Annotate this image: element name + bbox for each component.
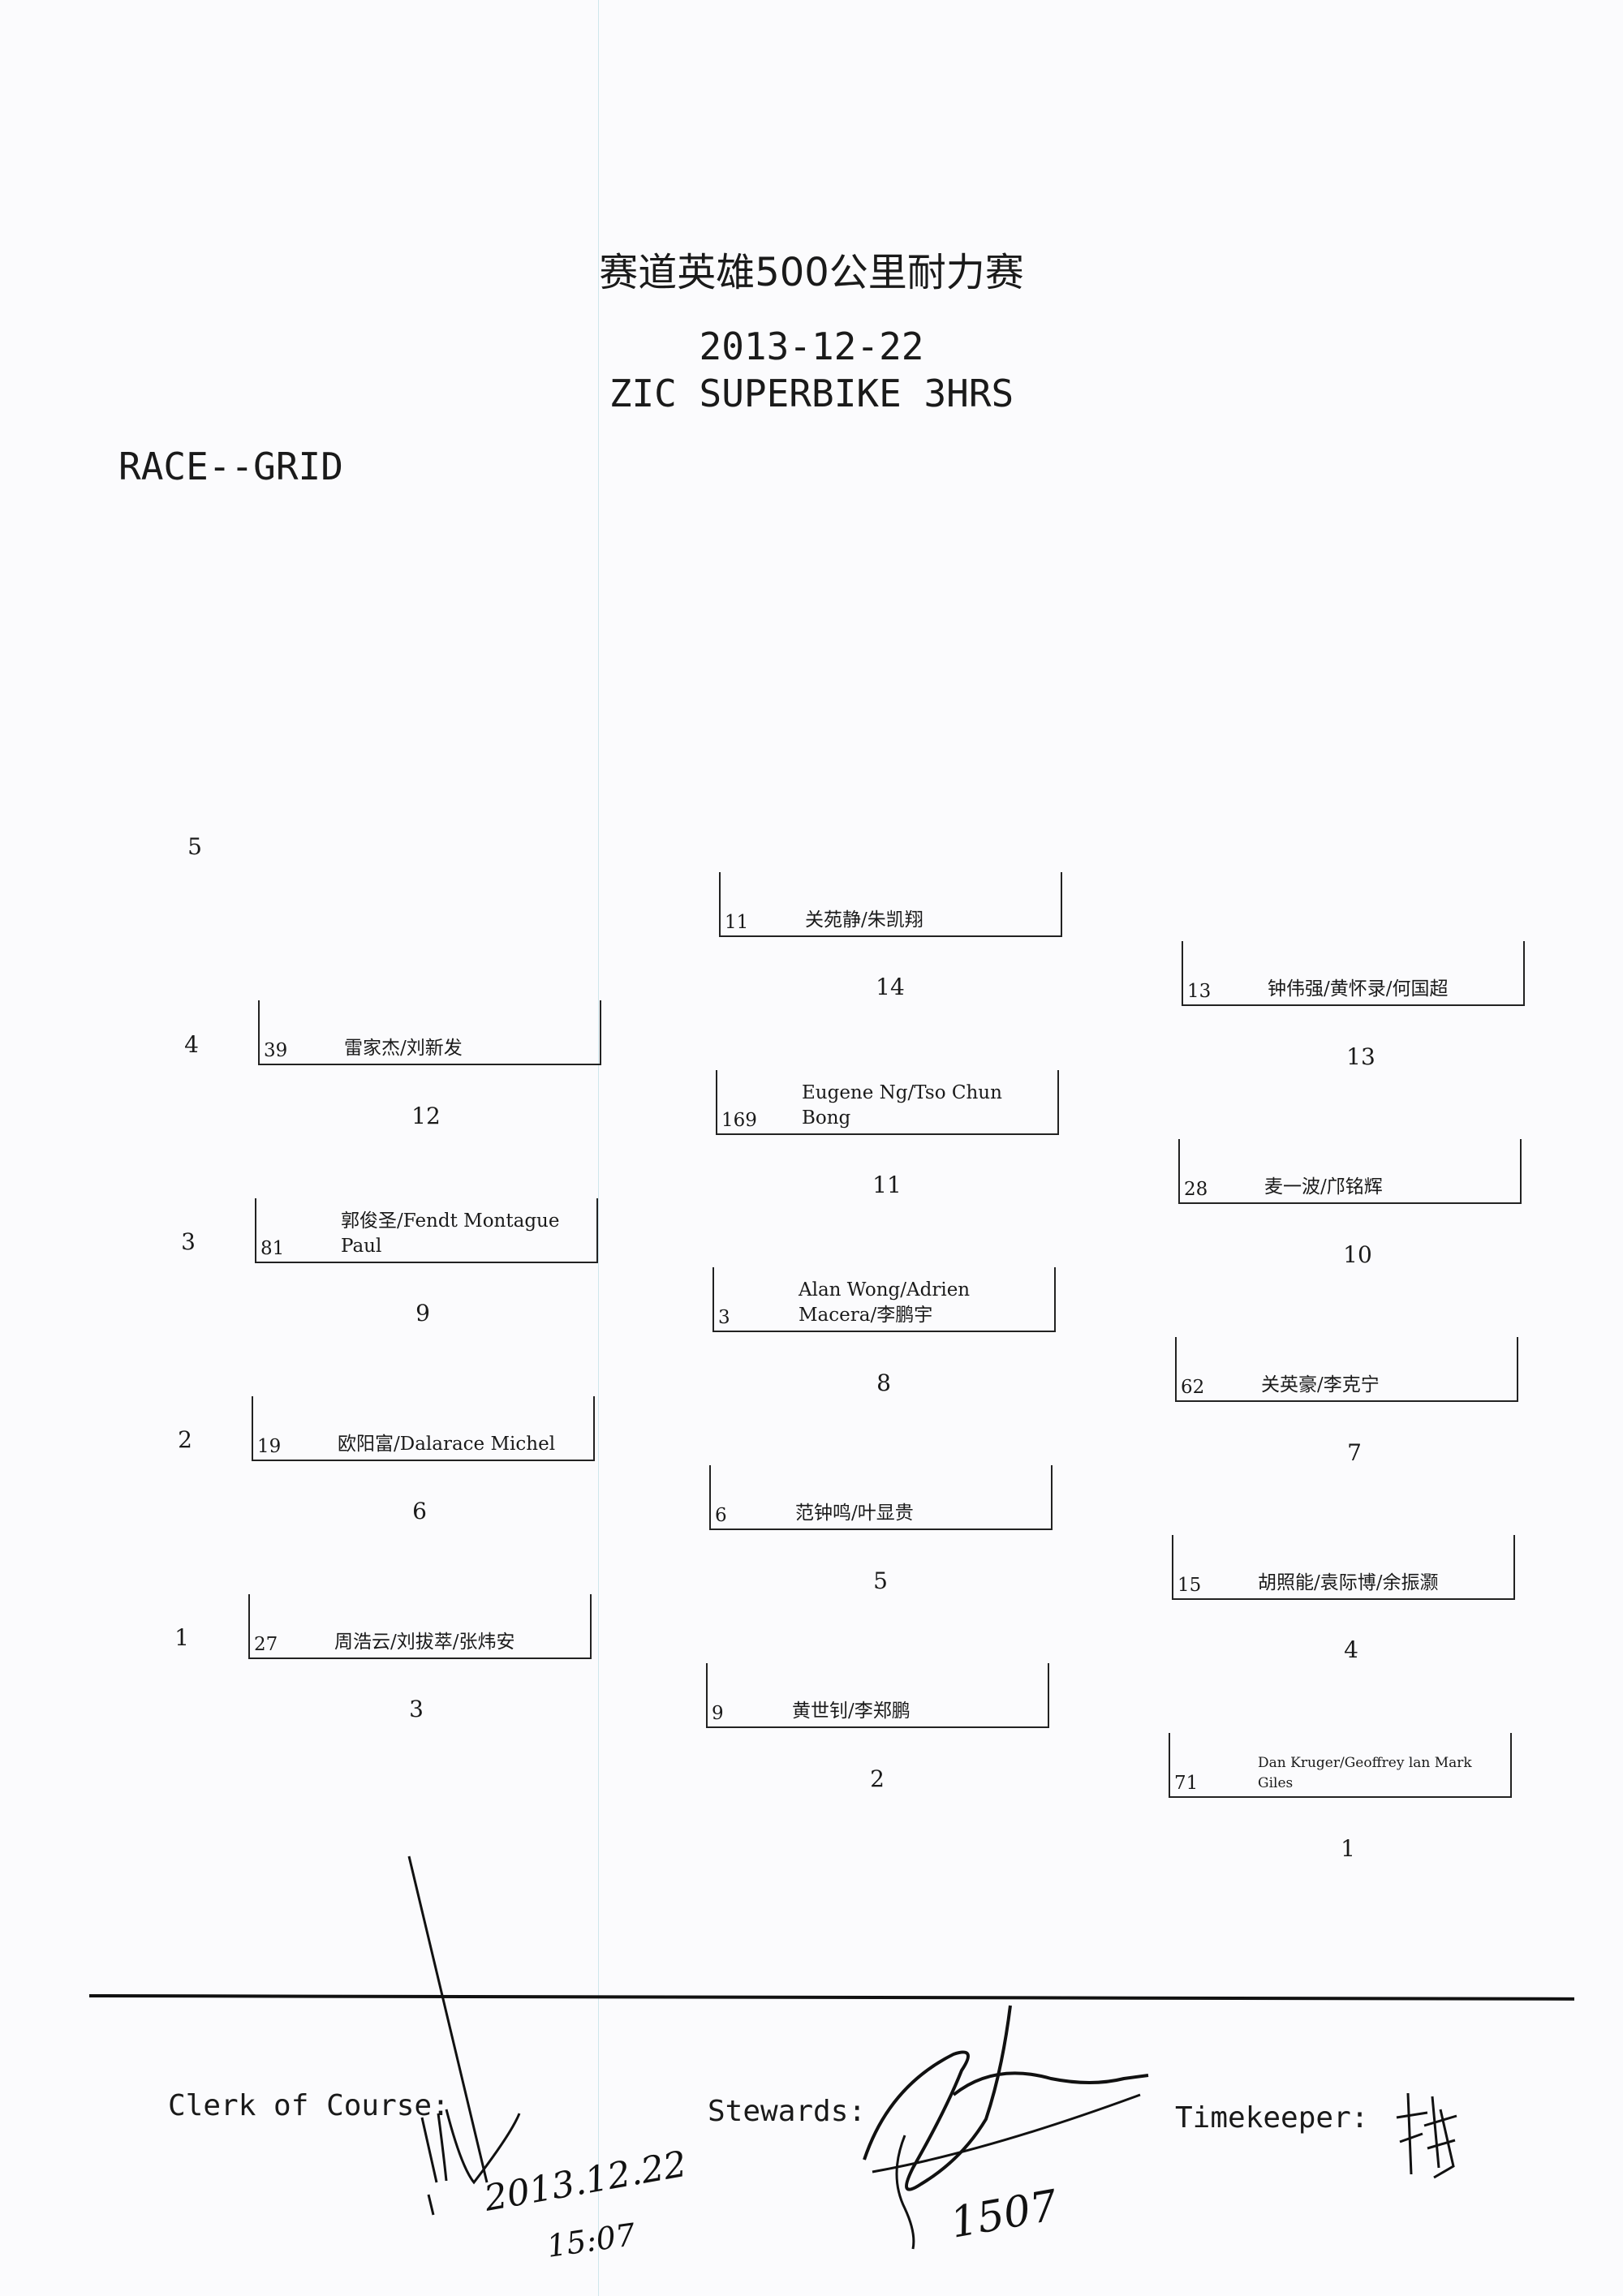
clerk-of-course-label: Clerk of Course: xyxy=(168,2089,450,2122)
grid-position: 10 xyxy=(1343,1241,1372,1268)
bike-number: 15 xyxy=(1177,1575,1202,1596)
bike-number: 62 xyxy=(1181,1377,1205,1398)
bike-number: 19 xyxy=(257,1436,282,1457)
bike-number: 27 xyxy=(254,1634,278,1655)
event-date: 2013-12-22 xyxy=(699,325,924,368)
grid-slot: 13 钟伟强/黄怀录/何国超 xyxy=(1182,941,1525,1006)
grid-position: 4 xyxy=(1344,1636,1358,1663)
event-name: ZIC SUPERBIKE 3HRS xyxy=(609,372,1014,415)
grid-position: 6 xyxy=(412,1498,427,1524)
row-number: 1 xyxy=(174,1624,189,1651)
bike-number: 71 xyxy=(1174,1773,1199,1794)
rider-names: 郭俊圣/Fendt Montague Paul xyxy=(341,1210,560,1257)
grid-position: 8 xyxy=(876,1369,891,1396)
grid-position: 3 xyxy=(409,1696,424,1722)
grid-position: 7 xyxy=(1347,1439,1362,1466)
grid-slot: 39 雷家杰/刘新发 xyxy=(258,1000,601,1065)
grid-position: 14 xyxy=(876,974,905,1000)
timekeeper-label: Timekeeper: xyxy=(1175,2101,1369,2135)
grid-position: 2 xyxy=(870,1765,885,1792)
timekeeper-signature xyxy=(1396,2092,1457,2179)
rider-names: 关英豪/李克宁 xyxy=(1261,1374,1380,1395)
grid-slot: 3 Alan Wong/Adrien Macera/李鹏宇 xyxy=(712,1267,1056,1332)
grid-position: 5 xyxy=(873,1567,888,1594)
bike-number: 81 xyxy=(260,1238,285,1259)
grid-slot: 9 黄世钊/李郑鹏 xyxy=(706,1663,1049,1728)
grid-slot: 6 范钟鸣/叶显贵 xyxy=(709,1465,1053,1530)
grid-slot: 81 郭俊圣/Fendt Montague Paul xyxy=(255,1198,598,1263)
bike-number: 39 xyxy=(264,1040,288,1061)
rider-names: 黄世钊/李郑鹏 xyxy=(792,1701,911,1722)
rider-names: 欧阳富/Dalarace Michel xyxy=(338,1434,556,1455)
clerk-handwritten-date: 2013.12.22 xyxy=(480,2143,690,2220)
grid-position: 13 xyxy=(1346,1043,1375,1070)
rider-names: 关苑静/朱凯翔 xyxy=(805,909,923,931)
rider-names: 周浩云/刘拔萃/张炜安 xyxy=(334,1632,515,1653)
page-heading: RACE--GRID xyxy=(118,445,343,488)
bike-number: 11 xyxy=(725,912,749,933)
page-guide-line xyxy=(598,0,599,2296)
rider-names: Alan Wong/Adrien Macera/李鹏宇 xyxy=(799,1279,971,1326)
rider-names: Eugene Ng/Tso Chun Bong xyxy=(802,1082,1002,1129)
bike-number: 169 xyxy=(721,1110,757,1131)
grid-slot: 15 胡照能/袁际博/余振灏 xyxy=(1172,1535,1515,1600)
row-number: 4 xyxy=(184,1031,199,1058)
bike-number: 13 xyxy=(1187,981,1212,1002)
grid-slot: 27 周浩云/刘拔萃/张炜安 xyxy=(248,1594,592,1659)
grid-slot: 169 Eugene Ng/Tso Chun Bong xyxy=(716,1070,1059,1135)
grid-position: 11 xyxy=(872,1172,902,1198)
rider-names: 雷家杰/刘新发 xyxy=(344,1038,463,1059)
bike-number: 3 xyxy=(718,1307,730,1328)
row-number: 2 xyxy=(178,1426,192,1453)
event-title-chinese: 赛道英雄500公里耐力赛 xyxy=(599,250,1024,295)
rider-names: 范钟鸣/叶显贵 xyxy=(795,1503,914,1524)
footer-rule xyxy=(88,1994,1575,2001)
row-number: 5 xyxy=(187,833,202,860)
grid-position: 12 xyxy=(411,1103,441,1129)
rider-names: Dan Kruger/Geoffrey lan Mark Giles xyxy=(1258,1755,1472,1791)
grid-position: 1 xyxy=(1341,1835,1355,1862)
grid-slot: 62 关英豪/李克宁 xyxy=(1175,1337,1518,1402)
bike-number: 6 xyxy=(715,1505,727,1526)
clerk-signature: 2013.12.22 15:07 xyxy=(407,1855,690,2264)
grid-position: 9 xyxy=(415,1300,430,1326)
clerk-handwritten-time: 15:07 xyxy=(545,2216,638,2264)
stewards-label: Stewards: xyxy=(708,2095,867,2128)
bike-number: 9 xyxy=(712,1703,724,1724)
row-number: 3 xyxy=(181,1228,196,1255)
bike-number: 28 xyxy=(1184,1179,1208,1200)
rider-names: 胡照能/袁际博/余振灏 xyxy=(1258,1572,1439,1593)
grid-slot: 71 Dan Kruger/Geoffrey lan Mark Giles xyxy=(1169,1733,1512,1798)
grid-slot: 19 欧阳富/Dalarace Michel xyxy=(252,1396,595,1461)
grid-slot: 28 麦一波/邝铭辉 xyxy=(1178,1139,1522,1204)
grid-slot: 11 关苑静/朱凯翔 xyxy=(719,872,1062,937)
rider-names: 麦一波/邝铭辉 xyxy=(1264,1176,1383,1197)
rider-names: 钟伟强/黄怀录/何国超 xyxy=(1268,978,1449,1000)
stewards-handwritten-time: 1507 xyxy=(947,2182,1062,2248)
stewards-signature: 1507 xyxy=(863,2005,1149,2250)
